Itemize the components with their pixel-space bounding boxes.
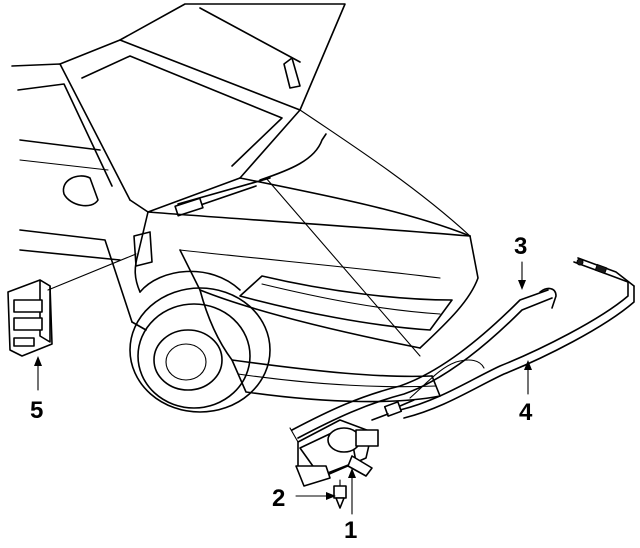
cable-hoses xyxy=(265,177,635,439)
clip-fastener-part xyxy=(333,479,347,509)
control-module-part xyxy=(7,253,137,357)
callout-4: 4 xyxy=(519,399,533,426)
callout-3: 3 xyxy=(514,233,527,260)
callout-1: 1 xyxy=(344,517,357,544)
vehicle-illustration xyxy=(11,3,479,413)
leader-lines xyxy=(34,261,532,515)
callout-2: 2 xyxy=(272,485,285,512)
actuator-assembly-part xyxy=(289,419,379,487)
callout-5: 5 xyxy=(30,397,43,424)
